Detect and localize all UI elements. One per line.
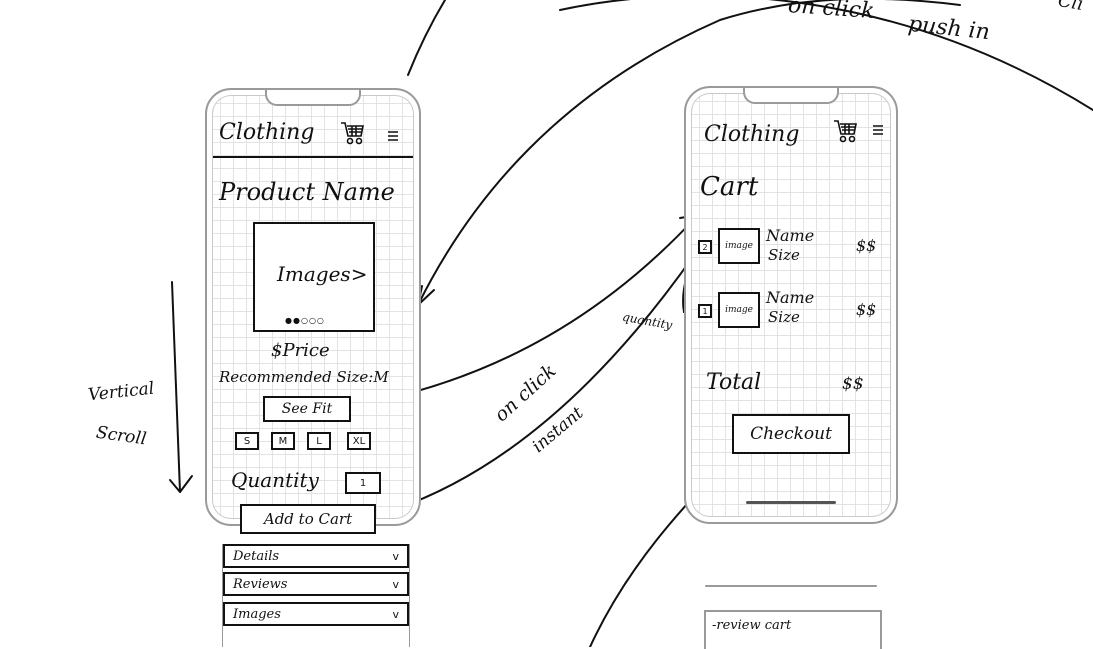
images-label: Images> (277, 262, 368, 286)
carousel-dots: ●●○○○ (285, 316, 325, 325)
phone-notch (265, 90, 361, 106)
cart-title: Cart (700, 172, 759, 202)
product-name: Product Name (219, 178, 395, 206)
cart-item-price: $$ (856, 300, 877, 319)
chevron-down-icon: v (392, 549, 399, 563)
quantity-value: 1 (359, 477, 367, 489)
chevron-down-icon: v (392, 607, 399, 621)
accordion-images[interactable]: Images v (223, 602, 409, 626)
cart-item-size: Size (768, 308, 800, 326)
recommended-size: Recommended Size:M (219, 368, 389, 386)
accordion-list: Details v Reviews v Images v (222, 544, 410, 647)
add-to-cart-label: Add to Cart (263, 510, 353, 528)
cart-item-quantity[interactable]: 1 (698, 304, 712, 318)
vertical-scroll-line (171, 281, 181, 493)
add-to-cart-button[interactable]: Add to Cart (240, 504, 376, 534)
menu-icon[interactable] (387, 130, 399, 142)
cart-item-size: Size (768, 246, 800, 264)
cart-item-image: image (718, 292, 760, 328)
product-phone-frame: Clothing Product Name Images> ●●○○○ $Pri… (205, 88, 421, 526)
cart-brand: Clothing (704, 122, 800, 147)
quantity-label: Quantity (231, 468, 319, 492)
annotation-onclick-mid: on click (490, 359, 561, 427)
size-xl[interactable]: XL (347, 432, 371, 450)
cart-item-quantity[interactable]: 2 (698, 240, 712, 254)
cart-item-price: $$ (856, 236, 877, 255)
cart-icon[interactable] (339, 120, 367, 146)
checkout-label: Checkout (750, 424, 832, 444)
header-divider (213, 156, 413, 158)
quantity-stepper[interactable]: 1 (345, 472, 381, 494)
cart-item-name: Name (766, 288, 815, 307)
annotation-quantity: quantity (621, 309, 674, 333)
size-m[interactable]: M (271, 432, 295, 450)
cart-item-image: image (718, 228, 760, 264)
accordion-details-label: Details (233, 548, 280, 564)
cart-note-text: -review cart (712, 618, 792, 633)
product-brand: Clothing (219, 120, 315, 145)
size-l[interactable]: L (307, 432, 331, 450)
accordion-details[interactable]: Details v (223, 544, 409, 568)
cart-total-value: $$ (842, 374, 864, 394)
home-indicator (746, 501, 836, 504)
cart-total-label: Total (706, 370, 762, 395)
menu-icon[interactable] (872, 124, 884, 136)
cart-item-name: Name (766, 226, 815, 245)
product-price: $Price (271, 340, 330, 361)
annotation-partial-top: Cli (1056, 0, 1085, 16)
annotation-pushin: push in (906, 11, 992, 46)
accordion-reviews-label: Reviews (233, 576, 288, 592)
see-fit-button[interactable]: See Fit (263, 396, 351, 422)
accordion-reviews[interactable]: Reviews v (223, 572, 409, 596)
annotation-instant: instant (528, 403, 588, 457)
see-fit-label: See Fit (281, 401, 333, 417)
annotation-vertical: Vertical (87, 378, 156, 406)
checkout-button[interactable]: Checkout (732, 414, 850, 454)
vertical-scroll-arrowhead (169, 475, 193, 493)
cart-phone-frame: Clothing Cart 2 image Name Size $$ 1 ima… (684, 86, 898, 524)
accordion-images-label: Images (233, 606, 281, 622)
annotation-onclick-top: on click (787, 0, 876, 24)
phone-notch (743, 88, 839, 104)
annotation-scroll: Scroll (94, 422, 148, 450)
size-s[interactable]: S (235, 432, 259, 450)
product-image-carousel[interactable]: Images> ●●○○○ (253, 222, 375, 332)
cart-icon[interactable] (832, 118, 860, 144)
top-line (407, 0, 446, 76)
cart-notes-box: -review cart (704, 610, 882, 649)
chevron-down-icon: v (392, 577, 399, 591)
